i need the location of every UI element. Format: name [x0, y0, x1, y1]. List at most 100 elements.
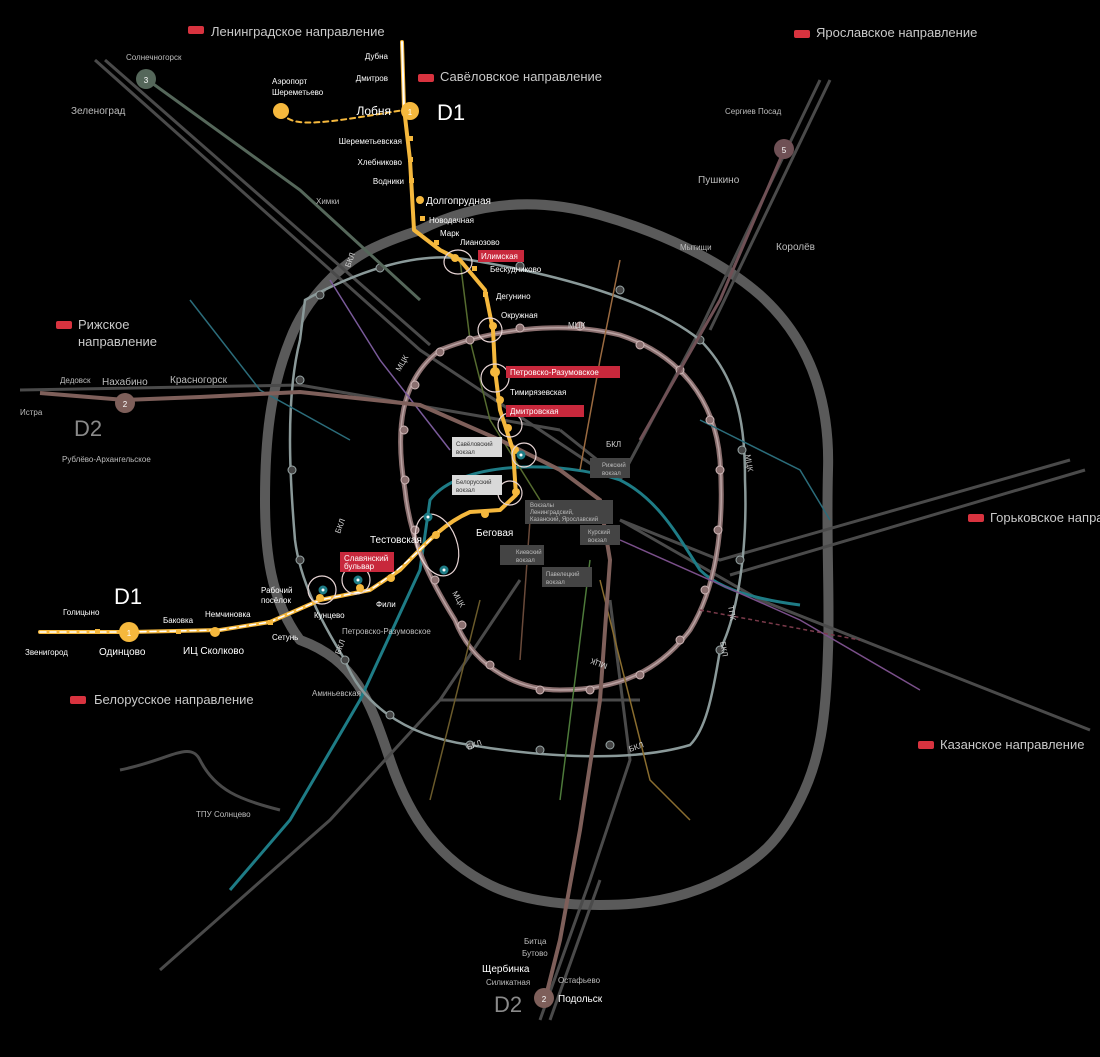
svg-text:Дмитровская: Дмитровская: [510, 407, 559, 416]
d2-line: [39, 389, 613, 1001]
svg-text:Новодачная: Новодачная: [429, 216, 474, 225]
svg-text:3: 3: [144, 76, 149, 85]
d1-badge-west: 1: [119, 622, 139, 642]
direction-kazanskoe: Казанское направление: [918, 737, 1084, 752]
svg-text:Дедовск: Дедовск: [60, 376, 91, 385]
svg-text:Савёловский: Савёловский: [456, 441, 493, 448]
svg-text:Ленинградское направление: Ленинградское направление: [211, 24, 385, 39]
savelovsky-box: Савёловский вокзал: [452, 437, 502, 457]
bkl-label: БКЛ: [606, 440, 621, 449]
svg-text:Ленинградский,: Ленинградский,: [530, 509, 574, 516]
d1-station-markers: [95, 136, 520, 637]
svg-text:Славянский: Славянский: [344, 554, 388, 563]
svg-text:1: 1: [127, 629, 132, 638]
svg-text:Хлебниково: Хлебниково: [358, 158, 403, 167]
rzd-logo-icon: [418, 74, 434, 82]
svg-text:Сетунь: Сетунь: [272, 633, 298, 642]
svg-text:Бескудниково: Бескудниково: [490, 265, 542, 274]
svg-text:вокзал: вокзал: [588, 538, 607, 544]
mck-label: МЦК: [568, 321, 586, 330]
bkl-label: БКЛ: [343, 251, 357, 268]
mck-stations: [399, 321, 725, 695]
svg-text:Долгопрудная: Долгопрудная: [426, 196, 491, 207]
svg-text:Рижское: Рижское: [78, 317, 129, 332]
d3-badge: 3: [136, 69, 156, 89]
svg-text:Битца: Битца: [524, 937, 547, 946]
svg-text:Курский: Курский: [588, 529, 610, 536]
svg-text:Фили: Фили: [376, 600, 396, 609]
d1-label-north: D1: [437, 100, 465, 125]
svg-text:Павелецкий: Павелецкий: [546, 571, 580, 578]
rzd-logo-icon: [56, 321, 72, 329]
svg-text:посёлок: посёлок: [261, 596, 291, 605]
svg-text:Голицыно: Голицыно: [63, 608, 100, 617]
rzd-logo-icon: [188, 26, 204, 34]
svg-text:Пушкино: Пушкино: [698, 175, 740, 186]
svg-text:вокзал: вокзал: [456, 488, 475, 494]
svg-text:Тестовская: Тестовская: [370, 535, 422, 546]
d1-label-west: D1: [114, 584, 142, 609]
bkl-label: БКЛ: [333, 517, 347, 534]
svg-text:Горьковское направление: Горьковское направление: [990, 510, 1100, 525]
svg-text:Дегунино: Дегунино: [496, 292, 531, 301]
svg-text:Красногорск: Красногорск: [170, 375, 228, 386]
svg-text:Лианозово: Лианозово: [460, 238, 500, 247]
mck-label: МЦК: [589, 656, 609, 670]
svg-text:Аэропорт: Аэропорт: [272, 77, 308, 86]
bkl-label: БКЛ: [466, 738, 483, 752]
svg-text:Немчиновка: Немчиновка: [205, 610, 251, 619]
svg-text:Остафьево: Остафьево: [558, 976, 601, 985]
svg-text:Рублёво-Архангельское: Рублёво-Архангельское: [62, 455, 151, 464]
rzd-logo-icon: [794, 30, 810, 38]
direction-leningradskoe: Ленинградское направление: [188, 24, 385, 39]
svg-text:Илимская: Илимская: [481, 252, 518, 261]
svg-text:Казанский, Ярославский: Казанский, Ярославский: [530, 516, 598, 523]
ilimskaya-highlight: Илимская: [478, 250, 524, 262]
belorussky-box: Белорусский вокзал: [452, 475, 502, 495]
svg-text:вокзал: вокзал: [456, 450, 475, 456]
d2-badge-south: 2: [534, 988, 554, 1008]
bkl-ring: [288, 256, 747, 758]
svg-text:бульвар: бульвар: [344, 562, 375, 571]
svg-text:вокзал: вокзал: [602, 471, 621, 477]
svg-text:ТПУ Солнцево: ТПУ Солнцево: [196, 810, 251, 819]
svg-text:Шереметьево: Шереметьево: [272, 88, 324, 97]
rail-lines-background: [19, 58, 1091, 1021]
svg-text:Зеленоград: Зеленоград: [71, 106, 126, 117]
other-labels: Солнечногорск Зеленоград Химки Сергиев П…: [20, 53, 815, 1005]
rzd-logo-icon: [918, 741, 934, 749]
direction-savyolovskoe: Савёловское направление: [418, 69, 602, 84]
mck-label: МЦК: [743, 454, 755, 473]
svg-text:Бутово: Бутово: [522, 949, 548, 958]
leningradsky-box: Вокзалы Ленинградский, Казанский, Яросла…: [525, 500, 613, 524]
svg-text:Белорусский: Белорусский: [456, 479, 492, 486]
svg-text:Белорусское направление: Белорусское направление: [94, 692, 254, 707]
d2-label-south: D2: [494, 992, 522, 1017]
svg-text:Аминьевская: Аминьевская: [312, 689, 361, 698]
svg-text:Баковка: Баковка: [163, 616, 194, 625]
rzd-logo-icon: [968, 514, 984, 522]
direction-belorusskoe: Белорусское направление: [70, 692, 254, 707]
paveletsky-box: Павелецкий вокзал: [542, 567, 592, 587]
airport-marker: [273, 103, 289, 119]
svg-text:Солнечногорск: Солнечногорск: [126, 53, 182, 62]
tpk-label: ТПК: [726, 605, 738, 622]
svg-text:Шереметьевская: Шереметьевская: [339, 137, 402, 146]
svg-text:Петровско-Разумовское: Петровско-Разумовское: [510, 368, 599, 377]
mck-ring-inner: [399, 327, 722, 691]
d3-line: [144, 76, 422, 302]
svg-text:Королёв: Королёв: [776, 242, 815, 253]
svg-text:Звенигород: Звенигород: [25, 648, 68, 657]
svg-text:Рабочий: Рабочий: [261, 586, 292, 595]
kursky-box: Курский вокзал: [580, 525, 620, 545]
svg-text:Ярославское направление: Ярославское направление: [816, 25, 977, 40]
svg-text:Киевский: Киевский: [516, 549, 542, 556]
d5-line: [638, 147, 787, 441]
svg-text:Сергиев Посад: Сергиев Посад: [725, 107, 782, 116]
d5-badge: 5: [774, 139, 794, 159]
svg-text:Щербинка: Щербинка: [482, 963, 530, 975]
svg-text:Силикатная: Силикатная: [486, 978, 530, 987]
svg-text:Казанское направление: Казанское направление: [940, 737, 1084, 752]
rzd-logo-icon: [70, 696, 86, 704]
